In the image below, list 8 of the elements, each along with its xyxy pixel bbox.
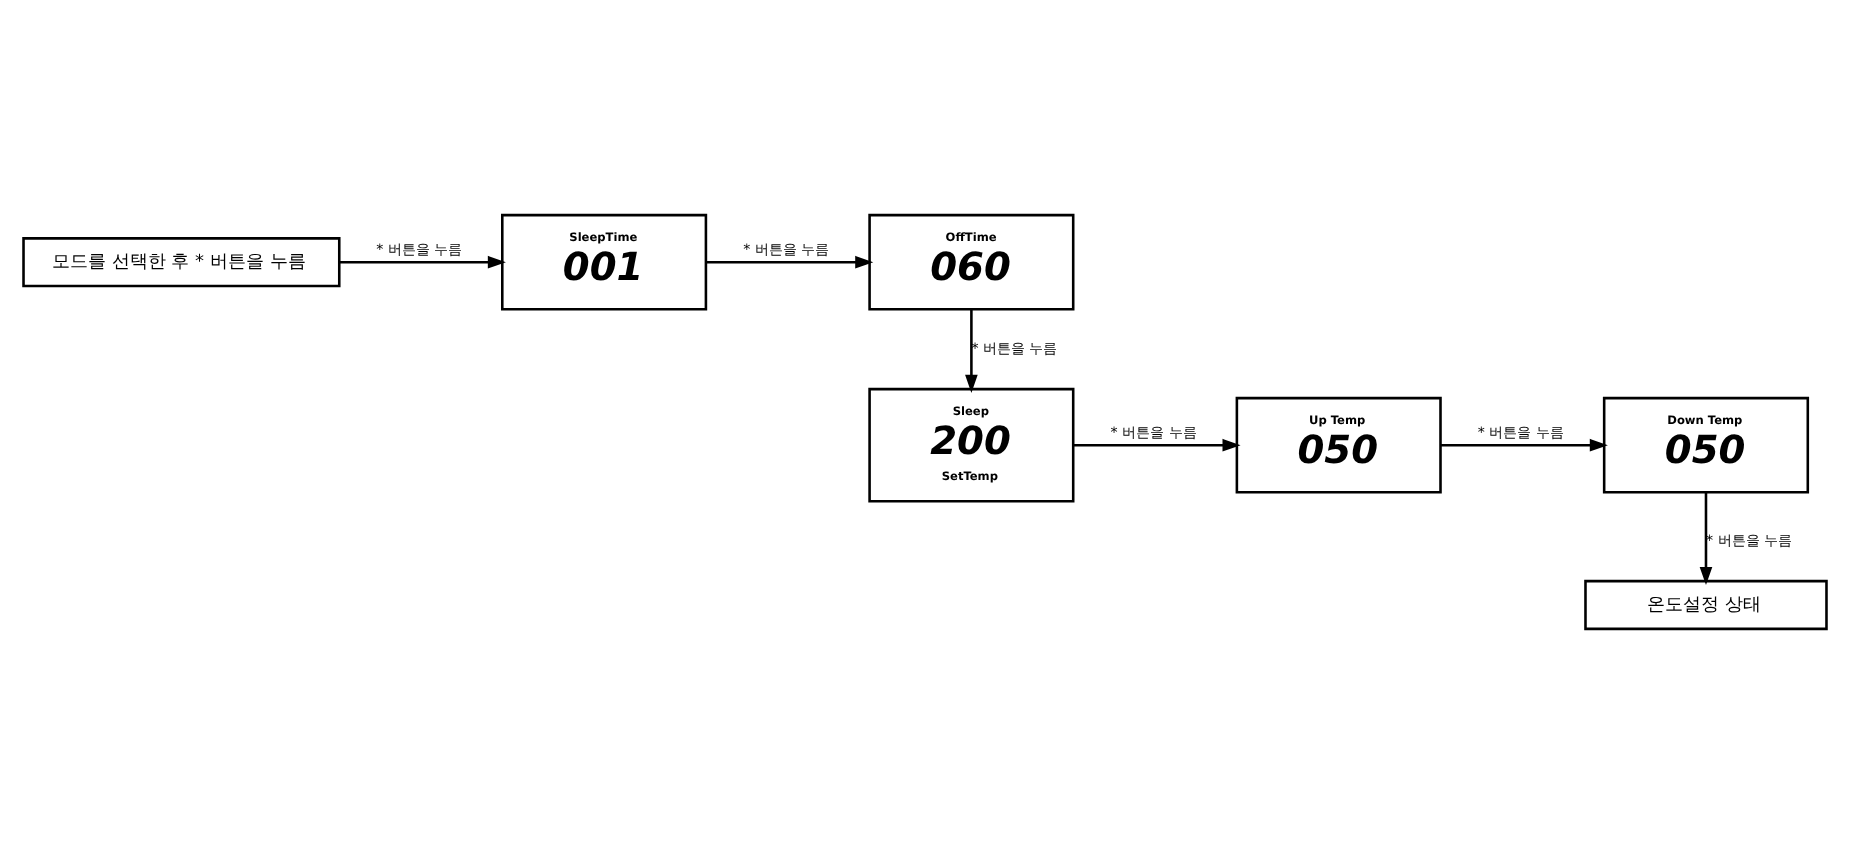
arrow xyxy=(965,309,978,393)
node-box: 모드를 선택한 후 * 버튼을 누름 xyxy=(22,237,341,288)
node-box: 온도설정 상태 xyxy=(1584,579,1828,631)
arrow xyxy=(1440,438,1608,452)
arrow xyxy=(1073,438,1241,452)
arrow xyxy=(1699,492,1713,586)
arrow xyxy=(339,255,506,269)
arrow xyxy=(705,255,874,269)
